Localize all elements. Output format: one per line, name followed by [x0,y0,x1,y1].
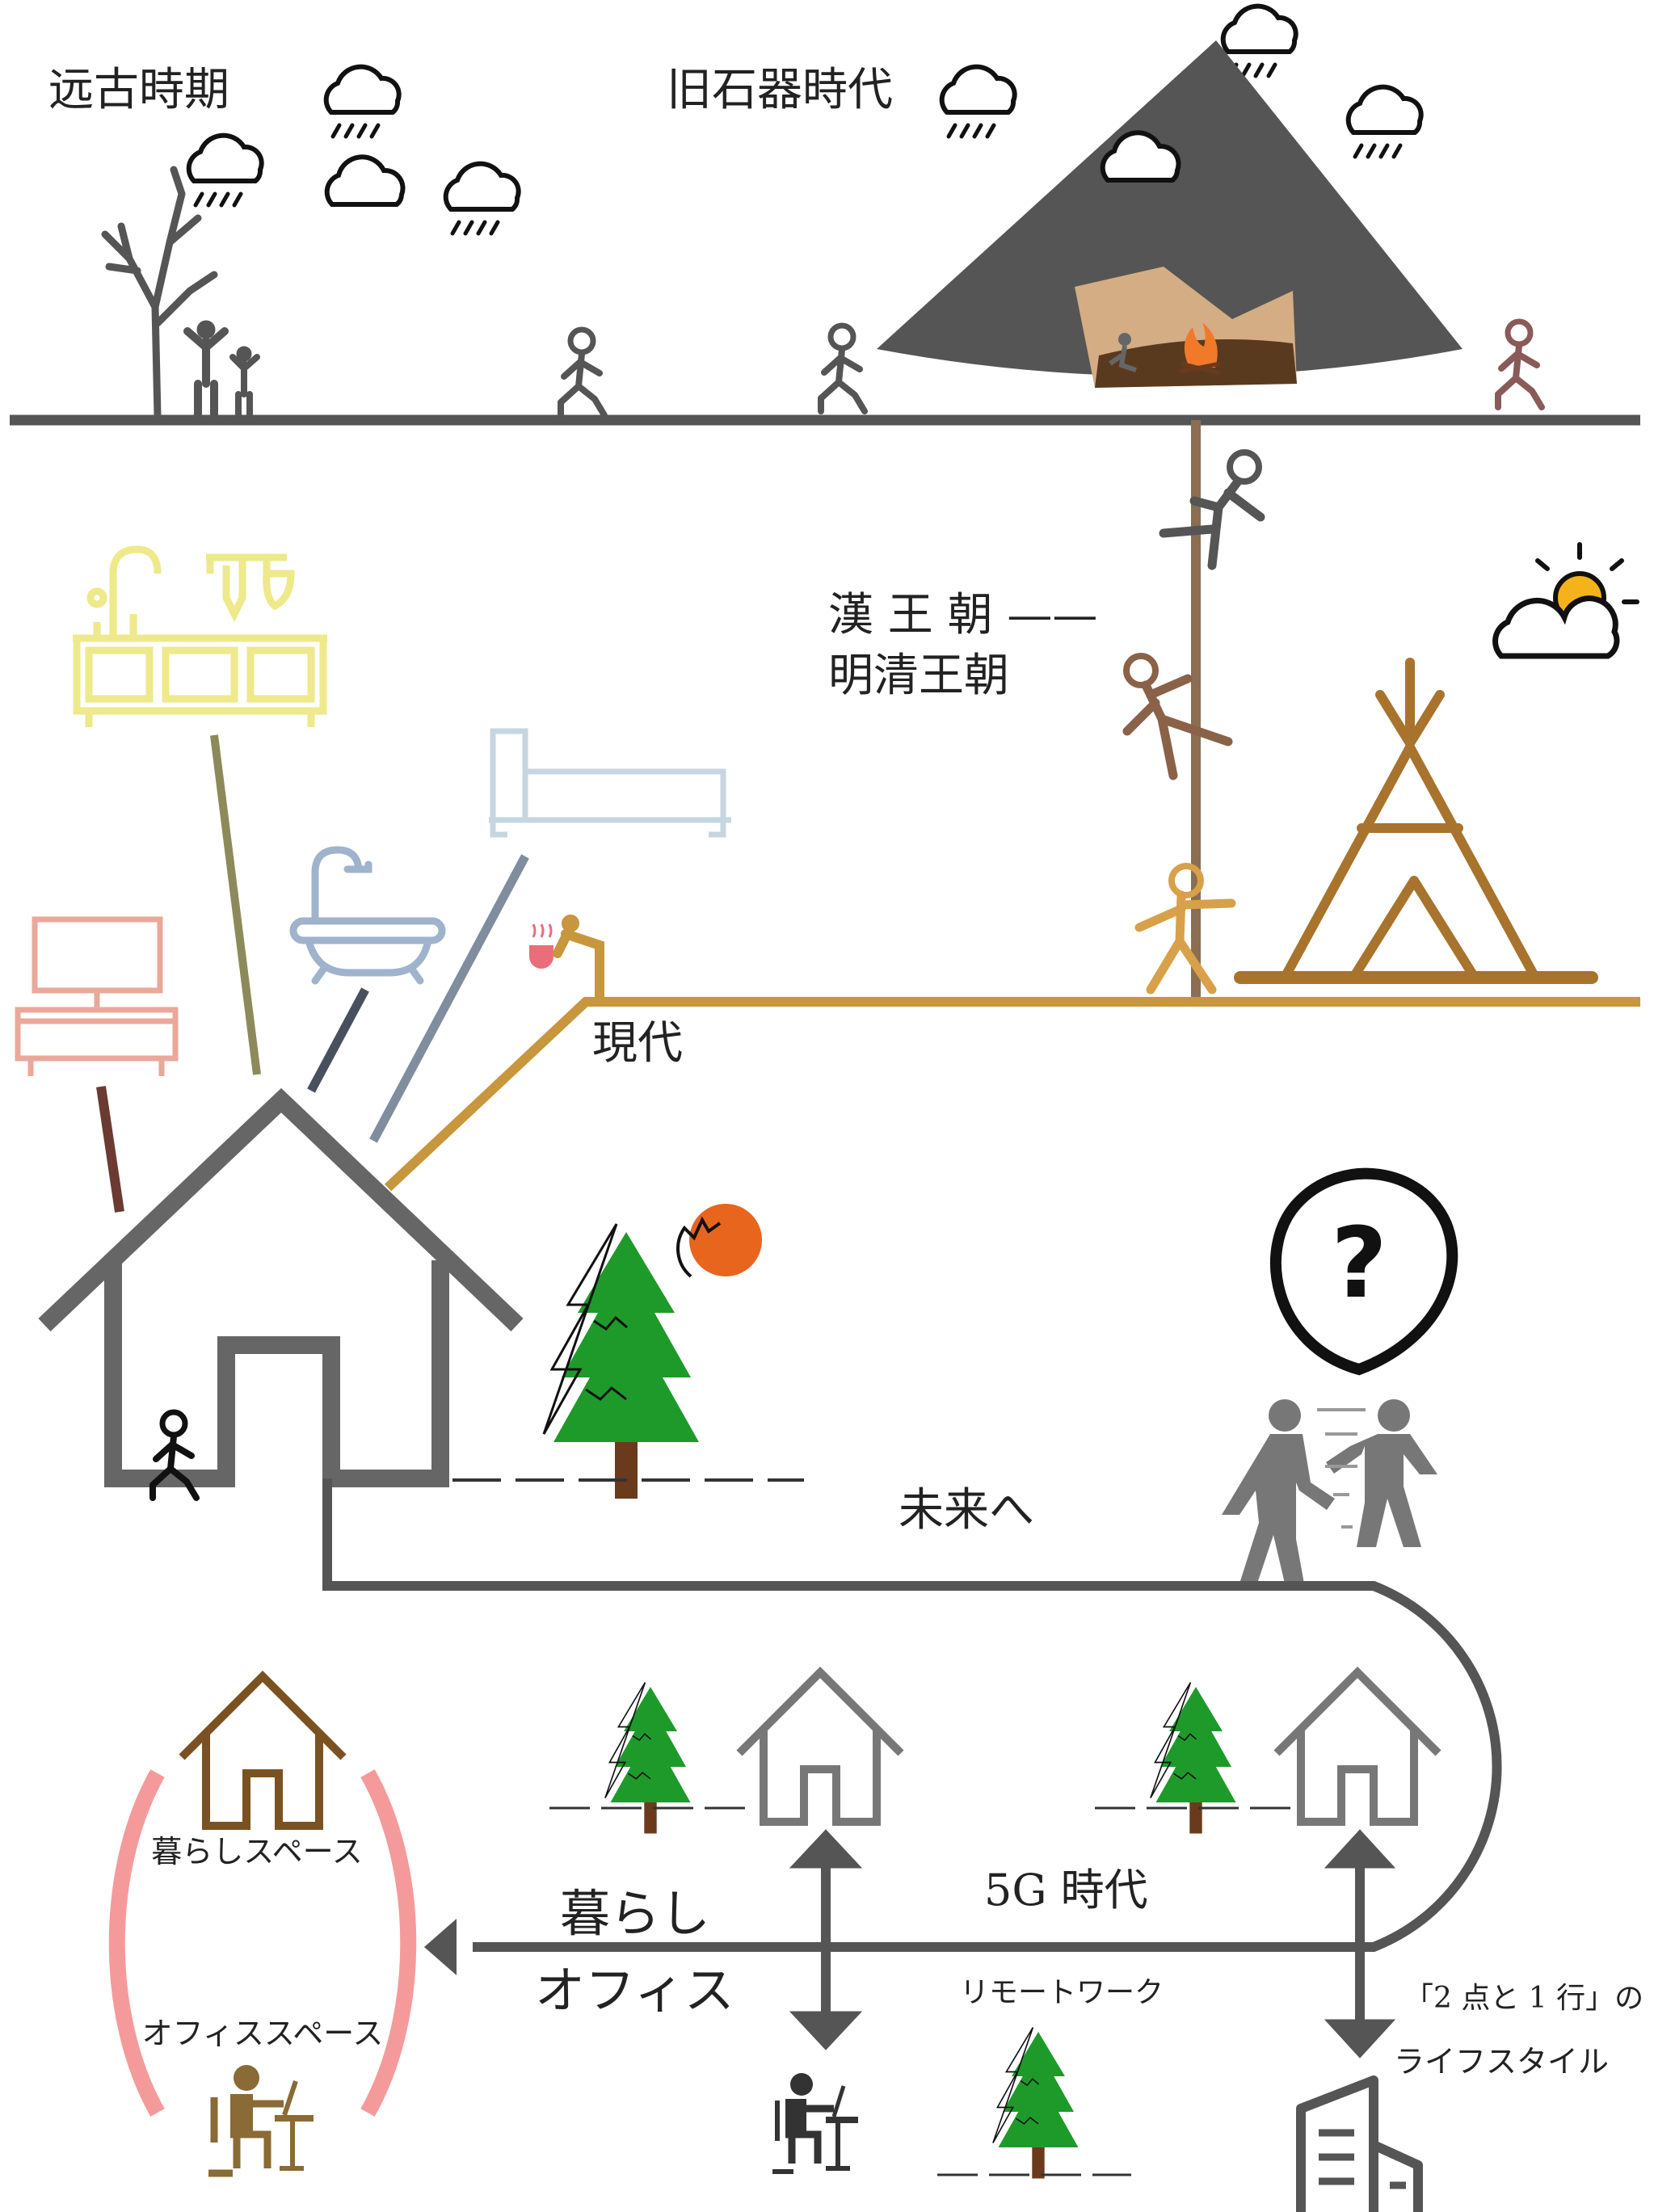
era-label-paleolithic: 旧石器時代 [667,64,893,116]
rain-cloud-icon [942,67,1015,137]
climbing-person-icon [1134,863,1236,995]
house-icon [1277,1672,1438,1822]
life-space-label: 暮らしスペース [151,1834,362,1869]
kitchen-icon [73,545,327,727]
house-icon [182,1676,343,1826]
office-label: オフィス [535,1961,734,2020]
desk-worker-icon [772,2073,858,2172]
remote-work-label: リモートワーク [960,1976,1164,2009]
fiveg-label: 5G 時代 [984,1865,1148,1916]
running-person-icon [561,330,604,415]
dead-tree-icon [101,166,218,420]
era-label-han: 漢 王 朝 —— [828,589,1097,641]
question-bubble-icon: ? [1269,1167,1458,1376]
era-label-future: 未来へ [899,1484,1034,1537]
mountain-cave-icon [877,40,1463,388]
era-label-ancient: 远古時期 [48,64,229,116]
rain-cloud-icon [1349,87,1421,157]
tv-icon [15,916,179,1076]
campfire-icon [1179,322,1221,376]
two-people-icon [1222,1399,1437,1583]
rain-cloud-icon [326,67,399,137]
pine-tree-icon [1150,1681,1237,1835]
lifestyle-label-line2: ライフスタイル [1394,2044,1609,2080]
right-arc [360,1769,417,2117]
era-label-ming-qing: 明清王朝 [828,650,1009,702]
sun-cloud-icon [1492,542,1639,659]
pine-tree-icon [542,1222,701,1500]
running-person-icon [821,326,865,411]
rain-cloud-icon [446,164,519,233]
coffee-person-icon [529,915,604,1003]
pine-tree-icon [992,2026,1080,2180]
office-building-icon [1296,2075,1423,2212]
future-path-line [322,1478,1502,1952]
desk-worker-icon [208,2065,314,2177]
house-icon [38,1087,524,1487]
bath-connector [307,987,369,1093]
office-space-label: オフィススペース [142,2016,384,2051]
kurashi-label: 暮らし [560,1884,710,1943]
rain-cloud-icon [189,136,262,205]
climbing-person-icon [1159,449,1265,570]
left-arc [108,1769,165,2117]
kitchen-connector [210,734,261,1075]
tent-icon [1234,658,1598,984]
arrow-icon [1324,1829,1396,2059]
lifestyle-label-line1: 「2 点と 1 行」の [1404,1982,1643,2015]
running-person-icon [1498,322,1542,407]
sunset-icon [676,1204,762,1278]
climbing-person-icon [1122,653,1233,780]
bed-icon [489,728,731,838]
era-label-modern: 現代 [592,1017,683,1070]
bathtub-icon [289,846,446,985]
pine-tree-icon [604,1681,692,1835]
svg-text:?: ? [1331,1208,1387,1320]
arrow-icon [424,1919,457,1975]
arrow-icon [789,1829,863,2050]
bed-connector [369,854,529,1143]
house-icon [739,1672,901,1822]
two-people-icon [183,320,260,420]
tv-connector [96,1086,124,1213]
modern-ground-line-slope [384,997,1196,1192]
cloud-icon [327,157,403,204]
